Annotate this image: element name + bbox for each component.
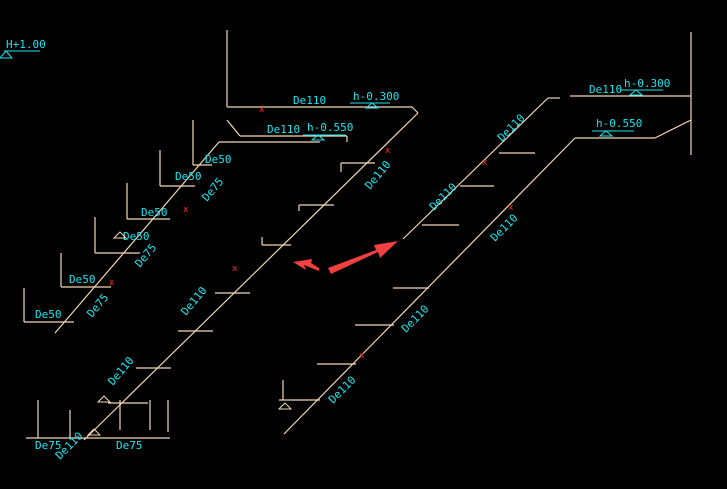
pipe-label: De110 <box>326 374 359 407</box>
pipe-label: De75 <box>84 291 111 320</box>
pipe-label: De110 <box>488 212 521 245</box>
marker-x: x <box>385 146 391 156</box>
cleanout-icon <box>96 395 112 403</box>
marker-x: x <box>359 351 365 361</box>
pipe-label: De110 <box>105 354 136 388</box>
elevation-triangle-icon <box>364 102 380 109</box>
marker-x: x <box>183 205 189 215</box>
pipe-label: De50 <box>35 308 62 321</box>
pipe-segment <box>226 119 241 137</box>
pipe-label: De110 <box>495 112 528 145</box>
marker-x: x <box>508 203 514 213</box>
marker-x: x <box>109 278 115 288</box>
pipe-label: De75 <box>116 439 143 452</box>
pipe-label: De75 <box>199 175 226 204</box>
pipe-label: De110 <box>589 83 622 96</box>
elevation-label: h-0.550 <box>596 117 642 130</box>
pipe-segment <box>654 119 692 139</box>
elevation-label: h-0.300 <box>624 77 670 90</box>
pipe-segment <box>402 97 549 240</box>
pipe-label: De50 <box>123 230 150 243</box>
elevation-label: H+1.00 <box>6 38 46 51</box>
pipe-label: De50 <box>175 170 202 183</box>
arrow-icon-right <box>328 241 398 274</box>
cleanout-icon <box>112 231 128 239</box>
elevation-label: h-0.550 <box>307 121 353 134</box>
annotation-arrows <box>293 241 398 274</box>
pipe-label: De110 <box>267 123 300 136</box>
pipe-label: De50 <box>69 273 96 286</box>
pipe-label: De110 <box>427 181 460 214</box>
arrow-icon-left <box>293 259 319 271</box>
right-header-pipes <box>548 32 692 155</box>
elevation-triangle-icon <box>0 50 14 59</box>
elevation-label: h-0.300 <box>353 90 399 103</box>
cleanout-icon <box>86 428 102 436</box>
left-branch-upper <box>23 120 220 334</box>
right-branch-upper <box>402 97 549 240</box>
pipe-segment <box>54 141 220 334</box>
elevation-marker-top-left: H+1.00 <box>0 38 46 59</box>
pipe-segment <box>283 137 576 435</box>
pipe-segment <box>83 112 419 441</box>
left-branch-lower <box>83 112 419 441</box>
elevation-triangle-icon <box>310 134 326 141</box>
elevation-triangle-icon <box>598 130 614 137</box>
left-header-pipes <box>219 30 419 143</box>
elevation-triangle-icon <box>628 89 644 96</box>
pipe-label: De75 <box>35 439 62 452</box>
pipe-label: De110 <box>178 284 209 318</box>
pipe-label: De50 <box>141 206 168 219</box>
marker-x: x <box>259 105 265 115</box>
marker-x: x <box>232 264 238 274</box>
pipe-label: De110 <box>293 94 326 107</box>
pipe-label: De75 <box>132 241 159 270</box>
pipe-label: De50 <box>205 153 232 166</box>
bottom-left-cluster <box>26 400 170 439</box>
cleanout-icon <box>277 402 293 410</box>
pipe-segment <box>411 106 419 114</box>
right-branch-lower <box>279 137 576 435</box>
marker-x: x <box>482 158 488 168</box>
pipe-label: De110 <box>399 303 432 336</box>
